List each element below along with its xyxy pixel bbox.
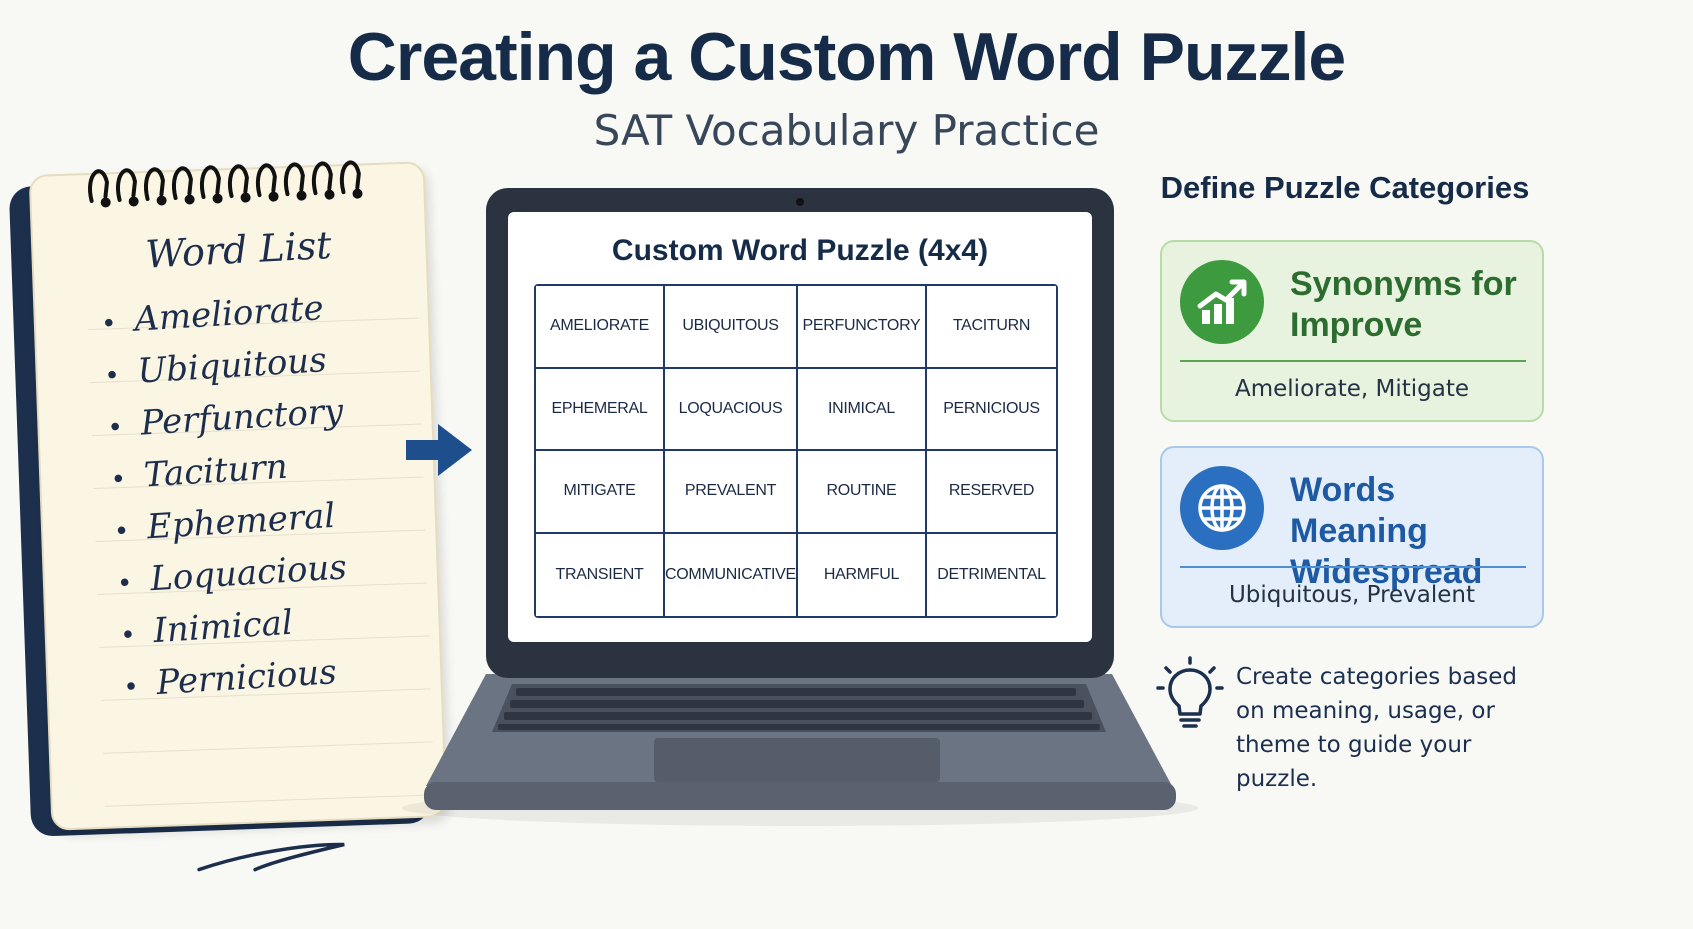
word-list-notebook: Word List Ameliorate Ubiquitous Perfunct… — [8, 150, 448, 872]
puzzle-cell[interactable]: INIMICAL — [797, 368, 927, 451]
puzzle-cell[interactable]: HARMFUL — [797, 533, 927, 616]
puzzle-cell[interactable]: RESERVED — [926, 451, 1056, 534]
puzzle-cell[interactable]: COMMUNICATIVE — [665, 533, 798, 616]
laptop-keyboard-base — [424, 674, 1176, 810]
word-list: Ameliorate Ubiquitous Perfunctory Tacitu… — [100, 281, 361, 711]
puzzle-cell[interactable]: PERFUNCTORY — [797, 286, 927, 369]
divider — [1180, 566, 1526, 568]
category-title: Words Meaning Widespread — [1290, 471, 1483, 591]
categories-heading: Define Puzzle Categories — [1160, 170, 1530, 205]
webcam-icon — [796, 198, 804, 206]
puzzle-display: Custom Word Puzzle (4x4) AMELIORATE UBIQ… — [508, 212, 1092, 642]
puzzle-cell[interactable]: EPHEMERAL — [536, 368, 666, 451]
puzzle-cell[interactable]: PREVALENT — [665, 451, 798, 534]
puzzle-cell[interactable]: AMELIORATE — [536, 286, 666, 369]
page-title: Creating a Custom Word Puzzle — [347, 19, 1346, 95]
category-words: Ameliorate, Mitigate — [1235, 376, 1469, 402]
puzzle-cell[interactable]: LOQUACIOUS — [665, 368, 798, 451]
notebook-page: Word List Ameliorate Ubiquitous Perfunct… — [28, 160, 448, 872]
laptop-screen: Custom Word Puzzle (4x4) AMELIORATE UBIQ… — [486, 188, 1114, 678]
puzzle-grid: AMELIORATE UBIQUITOUS PERFUNCTORY TACITU… — [534, 284, 1058, 618]
growth-chart-icon — [1180, 260, 1264, 344]
tip-text: Create categories based on meaning, usag… — [1236, 664, 1518, 792]
lightbulb-icon — [1156, 656, 1224, 728]
globe-icon — [1180, 466, 1264, 550]
puzzle-cell[interactable]: MITIGATE — [536, 451, 666, 534]
right-arrow-icon — [406, 424, 472, 476]
category-title: Synonyms for Improve — [1290, 265, 1517, 344]
puzzle-title: Custom Word Puzzle (4x4) — [611, 234, 989, 267]
puzzle-cell[interactable]: ROUTINE — [797, 451, 927, 534]
squiggle-underline-icon — [197, 842, 345, 872]
page-subtitle: SAT Vocabulary Practice — [593, 106, 1100, 155]
puzzle-cell[interactable]: PERNICIOUS — [926, 368, 1056, 451]
puzzle-cell[interactable]: TACITURN — [926, 286, 1056, 369]
category-card-improve: Synonyms for Improve Ameliorate, Mitigat… — [1160, 240, 1544, 422]
spiral-binding-icon — [88, 160, 363, 208]
divider — [1180, 360, 1526, 362]
category-words: Ubiquitous, Prevalent — [1228, 582, 1476, 608]
puzzle-cell[interactable]: UBIQUITOUS — [665, 286, 798, 369]
puzzle-cell[interactable]: TRANSIENT — [536, 533, 666, 616]
puzzle-cell[interactable]: DETRIMENTAL — [926, 533, 1056, 616]
category-card-widespread: Words Meaning Widespread Ubiquitous, Pre… — [1160, 446, 1544, 628]
